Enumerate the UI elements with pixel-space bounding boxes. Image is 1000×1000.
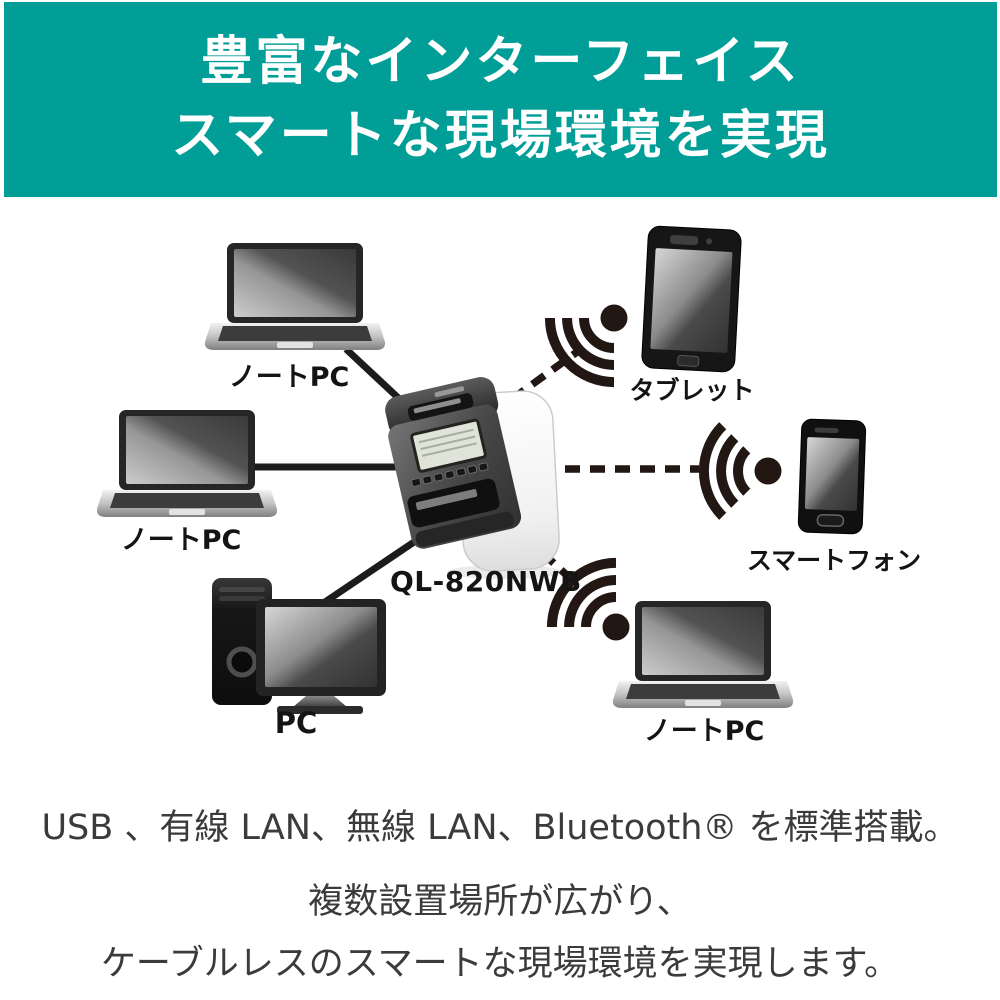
laptop-icon <box>96 410 278 517</box>
laptop-icon <box>612 601 794 708</box>
laptop-icon <box>204 243 386 350</box>
wired-line-desktop-pc <box>320 535 422 607</box>
footer-line-1: USB 、有線 LAN、無線 LAN、Bluetooth® を標準搭載。 <box>41 808 959 848</box>
smartphone-icon <box>797 418 867 535</box>
label-printer-icon <box>385 376 563 579</box>
laptop-mid-left-label: ノートPC <box>120 525 242 556</box>
printer-model-label: QL-820NWB <box>390 565 582 598</box>
smartphone-label: スマートフォン <box>746 546 922 575</box>
tablet-label: タブレット <box>629 376 755 405</box>
laptop-top-left-label: ノートPC <box>228 362 350 393</box>
banner-title-line-2: スマートな現場環境を実現 <box>171 105 830 166</box>
desktop-pc-label: PC <box>274 706 318 740</box>
desktop-pc-icon <box>212 578 386 714</box>
footer-line-3: ケーブルレスのスマートな現場環境を実現します。 <box>100 944 900 984</box>
wifi-icon <box>704 426 782 517</box>
wireless-line-laptop-bottom-right <box>503 516 576 584</box>
laptop-bottom-right-label: ノートPC <box>643 716 765 747</box>
footer-line-2: 複数設置場所が広がり、 <box>308 882 692 922</box>
header-banner: 豊富なインターフェイス スマートな現場環境を実現 <box>4 2 997 197</box>
tablet-icon <box>641 225 742 373</box>
banner-title-line-1: 豊富なインターフェイス <box>200 32 801 93</box>
